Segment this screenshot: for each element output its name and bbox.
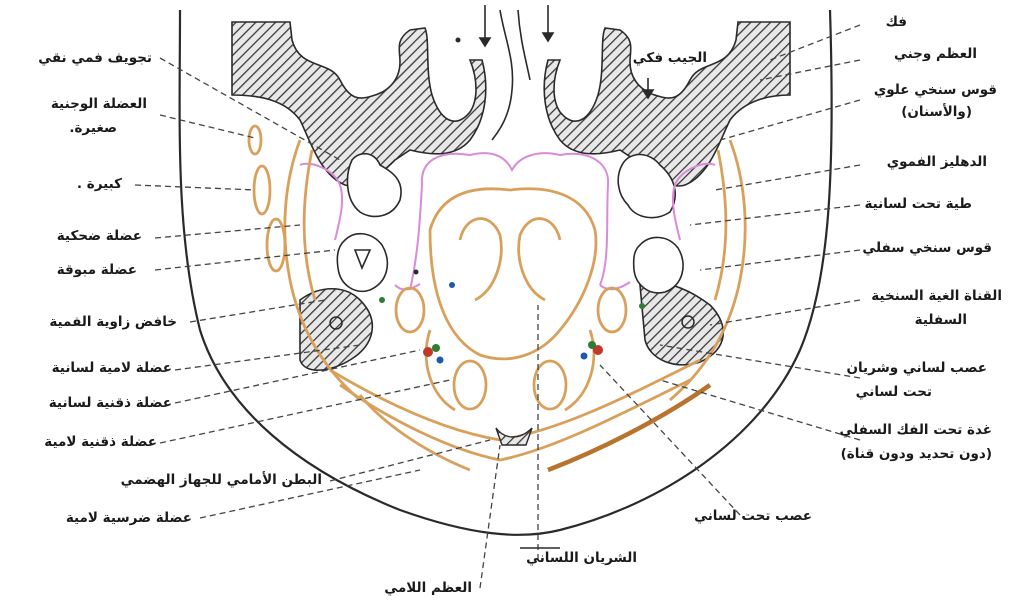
label-digastric-anterior: البطن الأمامي للجهاز الهضمي [121,472,322,489]
label-zygomaticus-major: كبيرة . [77,176,122,193]
label-lingual-nerve-1: عصب لساني وشريان [846,360,987,377]
label-oral-cavity: تجويف فمي نقي [38,50,152,67]
hyoid-bone-mark [496,428,532,445]
label-geniohyoid: عضلة ذقنية لامية [44,434,157,451]
maxilla-bone [232,10,790,186]
label-zygomaticus-minor-1: العضلة الوجنية [51,96,147,113]
label-inferior-alveolar-canal-1: القناة الغية السنخية [871,288,1002,305]
label-hyoid-bone: العظم اللامي [384,580,472,597]
label-buccinator: عضلة مبوقة [57,262,137,279]
teeth [337,154,683,293]
label-submandibular-gland-1: غدة تحت الفك السفلي [840,422,992,439]
label-maxillary-sinus: الجيب فكي [633,50,707,67]
label-lingual-artery: الشريان اللساني [526,550,637,567]
label-genioglossus: عضلة ذقنية لسانية [49,395,172,412]
label-zygomatic-bone: العظم وجني [894,46,977,63]
label-mylohyoid: عضلة ضرسية لامية [66,510,192,527]
label-upper-alveolar-arch-1: قوس سنخي علوي [874,82,997,99]
label-sublingual-nerve: عصب تحت لساني [694,508,812,525]
label-depressor-anguli: خافض زاوية الفمية [49,314,177,331]
label-lingual-nerve-2: تحت لساني [856,384,932,401]
label-sublingual-fold: طية تحت لسانية [864,196,972,213]
label-submandibular-gland-2: (دون تحديد ودون قناة) [841,446,992,463]
label-oral-vestibule: الدهليز الفموي [887,154,987,171]
label-zygomaticus-minor-2: صغيرة. [69,120,117,137]
label-upper-alveolar-arch-2: (والأسنان) [901,104,972,121]
label-hyoglossus: عضلة لامية لسانية [52,360,172,377]
label-maxilla: فك [886,14,907,31]
mylohyoid-dark [548,385,710,470]
label-lower-alveolar-arch: قوس سنخي سفلي [862,240,992,257]
label-inferior-alveolar-canal-2: السفلية [915,312,967,329]
leader-lines [135,25,860,588]
label-risorius: عضلة ضحكية [57,228,142,245]
